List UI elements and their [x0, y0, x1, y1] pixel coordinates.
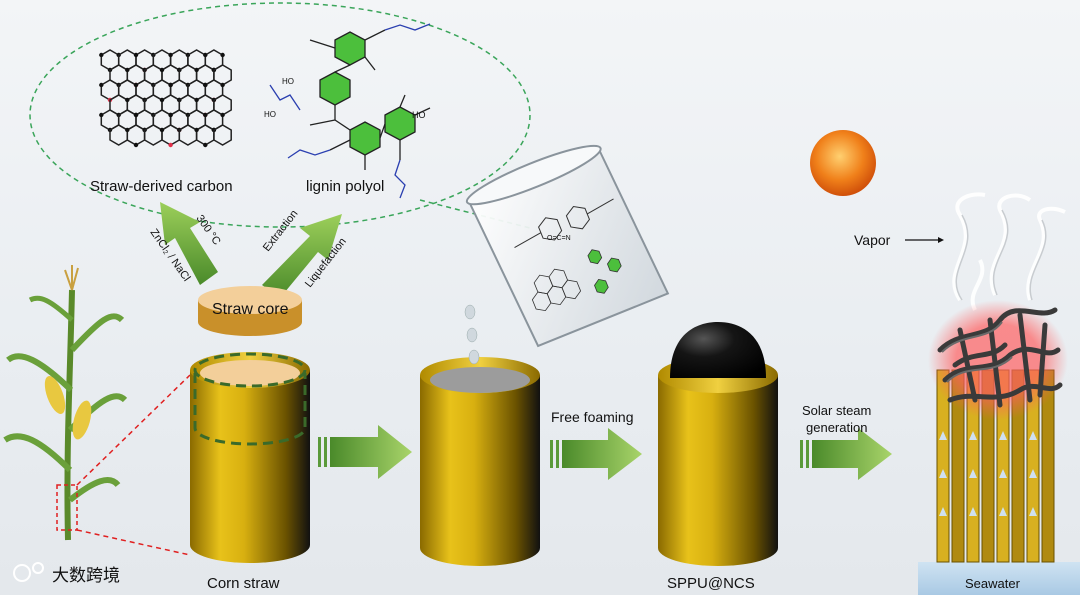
water-flow-arrow — [969, 469, 977, 478]
carbon-atom — [194, 97, 199, 103]
carbon-ring — [109, 124, 129, 146]
carbon-ring — [213, 124, 232, 146]
callout-ellipse — [29, 2, 531, 228]
straw-carbon-label: Straw-derived carbon — [90, 178, 233, 195]
free-foaming-label: Free foaming — [551, 409, 633, 425]
carbonization-arrow — [160, 202, 218, 285]
lignin-ho3-label: HO — [282, 77, 294, 86]
water-flow-arrow — [969, 431, 977, 440]
carbon-atom — [194, 127, 199, 133]
sppu-ncs-cylinder — [658, 322, 778, 566]
lignin-polyol-label: lignin polyol — [306, 178, 384, 195]
carbon-ring — [178, 124, 198, 146]
lignin-ho2-label: HO — [264, 110, 276, 119]
beaker-noc-label: O=C=N — [547, 235, 571, 242]
corn-straw-label: Corn straw — [207, 575, 280, 592]
zoom-line-top — [76, 374, 191, 486]
watermark-logo-icon — [13, 562, 44, 582]
filled-straw-cylinder — [420, 357, 540, 566]
carbon-atom — [203, 82, 208, 88]
water-flow-arrow — [969, 507, 977, 516]
watermark-text: 大数跨境 — [52, 566, 120, 585]
carbon-atom — [125, 67, 130, 73]
carbon-ring — [161, 124, 181, 146]
carbon-atom — [203, 142, 208, 148]
carbon-atom — [203, 52, 208, 58]
heat-glow — [928, 300, 1068, 420]
water-flow-arrow — [1029, 469, 1037, 478]
water-flow-arrow — [999, 469, 1007, 478]
carbon-atom — [220, 112, 225, 118]
carbon-atom — [99, 82, 104, 88]
straw-core-label: Straw core — [212, 301, 289, 318]
straw-core-disc — [198, 286, 302, 336]
zoom-line-bottom — [76, 529, 191, 556]
water-flow-arrow — [1029, 507, 1037, 516]
carbon-atom — [125, 97, 130, 103]
extraction-label: Extraction — [261, 208, 301, 254]
corn-straw-cylinder — [190, 352, 310, 563]
foam-network-icon — [937, 307, 1063, 408]
carbon-atom — [220, 52, 225, 58]
water-flow-arrow — [1029, 431, 1037, 440]
carbon-atom — [203, 112, 208, 118]
carbon-atom — [194, 67, 199, 73]
water-flow-arrow — [939, 507, 947, 516]
carbon-lattice-icon — [99, 49, 232, 148]
lignin-ho-label: HO — [412, 110, 426, 120]
liquefaction-arrow — [262, 214, 342, 298]
carbon-ring — [126, 124, 146, 146]
carbon-atom — [220, 82, 225, 88]
carbon-atom — [159, 127, 165, 133]
carbon-atom — [159, 97, 165, 103]
water-flow-arrow — [939, 431, 947, 440]
beaker-icon — [465, 144, 670, 348]
process-arrow-3 — [800, 428, 892, 480]
sppu-ncs-label: SPPU@NCS — [667, 575, 755, 592]
carbon-atom — [168, 82, 173, 88]
carbon-atom — [133, 82, 139, 88]
corn-section-marker — [56, 484, 78, 531]
carbon-atom — [159, 67, 165, 73]
corn-plant-icon — [3, 265, 128, 541]
carbon-atom — [125, 127, 130, 133]
carbon-atom — [99, 112, 104, 118]
seawater-label: Seawater — [965, 576, 1021, 591]
steam-plumes-shade — [955, 209, 1047, 301]
process-arrow-2 — [550, 428, 642, 480]
vapor-label: Vapor — [854, 232, 891, 248]
water-flow-arrow — [939, 469, 947, 478]
carbon-atom — [99, 52, 104, 58]
process-arrow-1 — [318, 425, 412, 479]
carbon-atom — [168, 142, 173, 148]
carbon-atom — [168, 112, 173, 118]
seawater-base — [918, 562, 1080, 595]
solar-steam-label-line2: generation — [806, 420, 867, 435]
carbon-atom — [133, 112, 139, 118]
carbon-atom — [133, 52, 139, 58]
steam-plumes-icon — [952, 192, 1066, 311]
solar-steam-label-line1: Solar steam — [802, 403, 871, 418]
carbon-ring — [143, 124, 163, 146]
carbon-atom — [133, 142, 139, 148]
liquid-drops-icon — [464, 304, 480, 365]
carbon-ring — [195, 124, 215, 146]
water-flow-arrow — [999, 431, 1007, 440]
sun-icon — [810, 130, 876, 196]
carbon-atom — [168, 52, 173, 58]
water-flow-arrow — [999, 507, 1007, 516]
lignin-polyol-structure-icon — [269, 23, 431, 199]
